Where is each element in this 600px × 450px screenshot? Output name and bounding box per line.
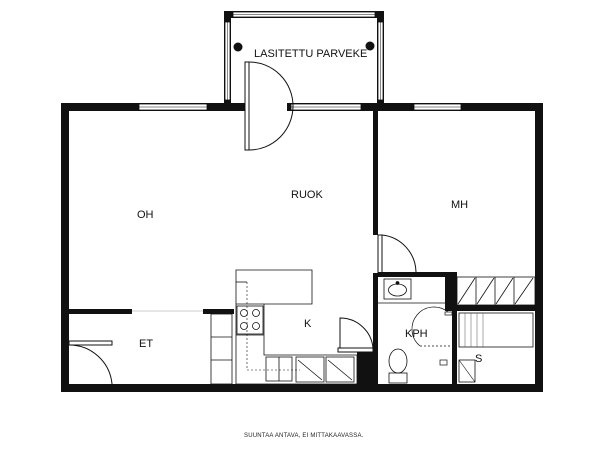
wall-left <box>61 103 69 392</box>
front-door <box>68 340 113 385</box>
entrance-closet <box>210 313 233 385</box>
kitchen-dashed-line <box>246 282 300 371</box>
kitchen-counter <box>235 269 358 385</box>
shower-area <box>411 306 457 347</box>
room-label-bathroom: KPH <box>405 328 428 340</box>
kitchen-wall-stub <box>357 351 373 384</box>
floor-drain <box>439 359 448 366</box>
bathroom-basin-icon <box>383 278 412 300</box>
room-label-kitchen: K <box>304 318 312 330</box>
toilet-icon <box>388 348 408 384</box>
wall-bottom <box>61 384 543 392</box>
room-label-entrance: ET <box>139 338 153 350</box>
room-label-living: OH <box>137 209 154 221</box>
wall-right <box>535 103 543 392</box>
room-label-dining: RUOK <box>291 189 323 201</box>
sauna-bench <box>458 312 534 348</box>
bathroom-walls <box>378 272 535 311</box>
window-door-gap <box>245 103 287 111</box>
outer-walls <box>61 103 543 392</box>
bedroom-door <box>373 234 417 274</box>
sauna-wall-left <box>452 311 457 384</box>
kitchen-sink-icon <box>265 356 293 382</box>
room-label-bedroom: MH <box>451 199 468 211</box>
top-windows <box>138 103 462 111</box>
sauna <box>452 311 534 384</box>
stove-icon <box>236 305 264 335</box>
bedroom-wardrobes <box>456 276 536 306</box>
room-label-sauna: S <box>475 353 482 365</box>
wall-living-bedroom <box>373 111 378 235</box>
balcony-door <box>244 61 294 151</box>
balcony: LASITETTU PARVEKE <box>224 11 384 104</box>
footer-note: SUUNTAA ANTAVA, EI MITTAKAAVASSA. <box>244 433 364 439</box>
bathroom-door <box>337 317 374 353</box>
room-label-balcony: LASITETTU PARVEKE <box>254 48 367 60</box>
entrance-walls <box>69 309 234 314</box>
sauna-stove-icon <box>458 359 476 383</box>
balcony-post-left <box>233 42 243 52</box>
balcony-post-right <box>365 41 375 51</box>
wall-bedroom-lower <box>373 273 378 384</box>
kitchen-appliances <box>295 356 355 383</box>
